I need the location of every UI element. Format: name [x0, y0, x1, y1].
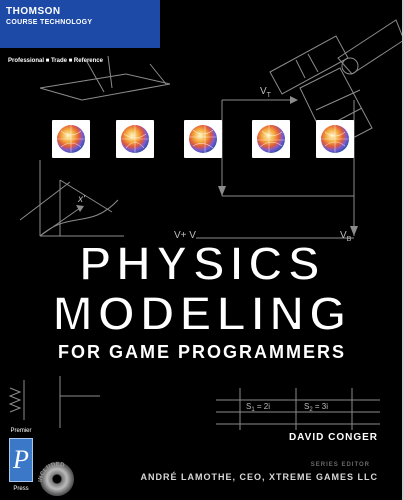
book-subtitle: FOR GAME PROGRAMMERS [57, 342, 346, 362]
label-vb: VB [340, 230, 352, 243]
cd-included-badge: INCLUDED [38, 462, 66, 482]
publisher-tagline: Professional ■ Trade ■ Reference [8, 58, 103, 64]
premier-logo-mark: P [9, 438, 33, 482]
sphere-image-5 [316, 120, 354, 158]
series-editor-name: ANDRÉ LAMOTHE, CEO, XTREME GAMES LLC [140, 472, 378, 482]
logo-letter: P [13, 445, 29, 474]
book-title-line1: PHYSICS [78, 238, 325, 291]
premier-press-logo: Premier P Press [6, 428, 36, 494]
sphere-image-3 [184, 120, 222, 158]
spring-illustration [8, 376, 100, 428]
series-editor-label: SERIES EDITOR [310, 462, 370, 468]
sphere-image-2 [116, 120, 154, 158]
publisher-brand: THOMSON [6, 6, 61, 17]
logo-bottom-text: Press [13, 486, 29, 492]
publisher-imprint: COURSE TECHNOLOGY [6, 19, 93, 26]
sphere-image-4 [252, 120, 290, 158]
label-vtvb: V+ V [174, 230, 196, 241]
book-title-line2: MODELING [52, 288, 352, 341]
axes-illustration [19, 160, 124, 237]
sphere-image-1 [52, 120, 90, 158]
label-s2: S2 = 3i [304, 402, 328, 413]
label-vt: VT [260, 86, 272, 99]
airplane-illustration [39, 55, 171, 101]
grid-illustration [216, 388, 380, 430]
label-s1: S1 = 2i [246, 402, 270, 413]
logo-top-text: Premier [10, 428, 32, 434]
svg-text:INCLUDED: INCLUDED [38, 462, 66, 482]
author-name: DAVID CONGER [288, 432, 378, 443]
vector-arrows [196, 99, 355, 239]
cd-badge-text: INCLUDED [38, 462, 66, 482]
label-x-prime: x' [77, 194, 86, 205]
publisher-band: THOMSON COURSE TECHNOLOGY [0, 0, 160, 48]
cd-disc-icon [40, 462, 74, 496]
